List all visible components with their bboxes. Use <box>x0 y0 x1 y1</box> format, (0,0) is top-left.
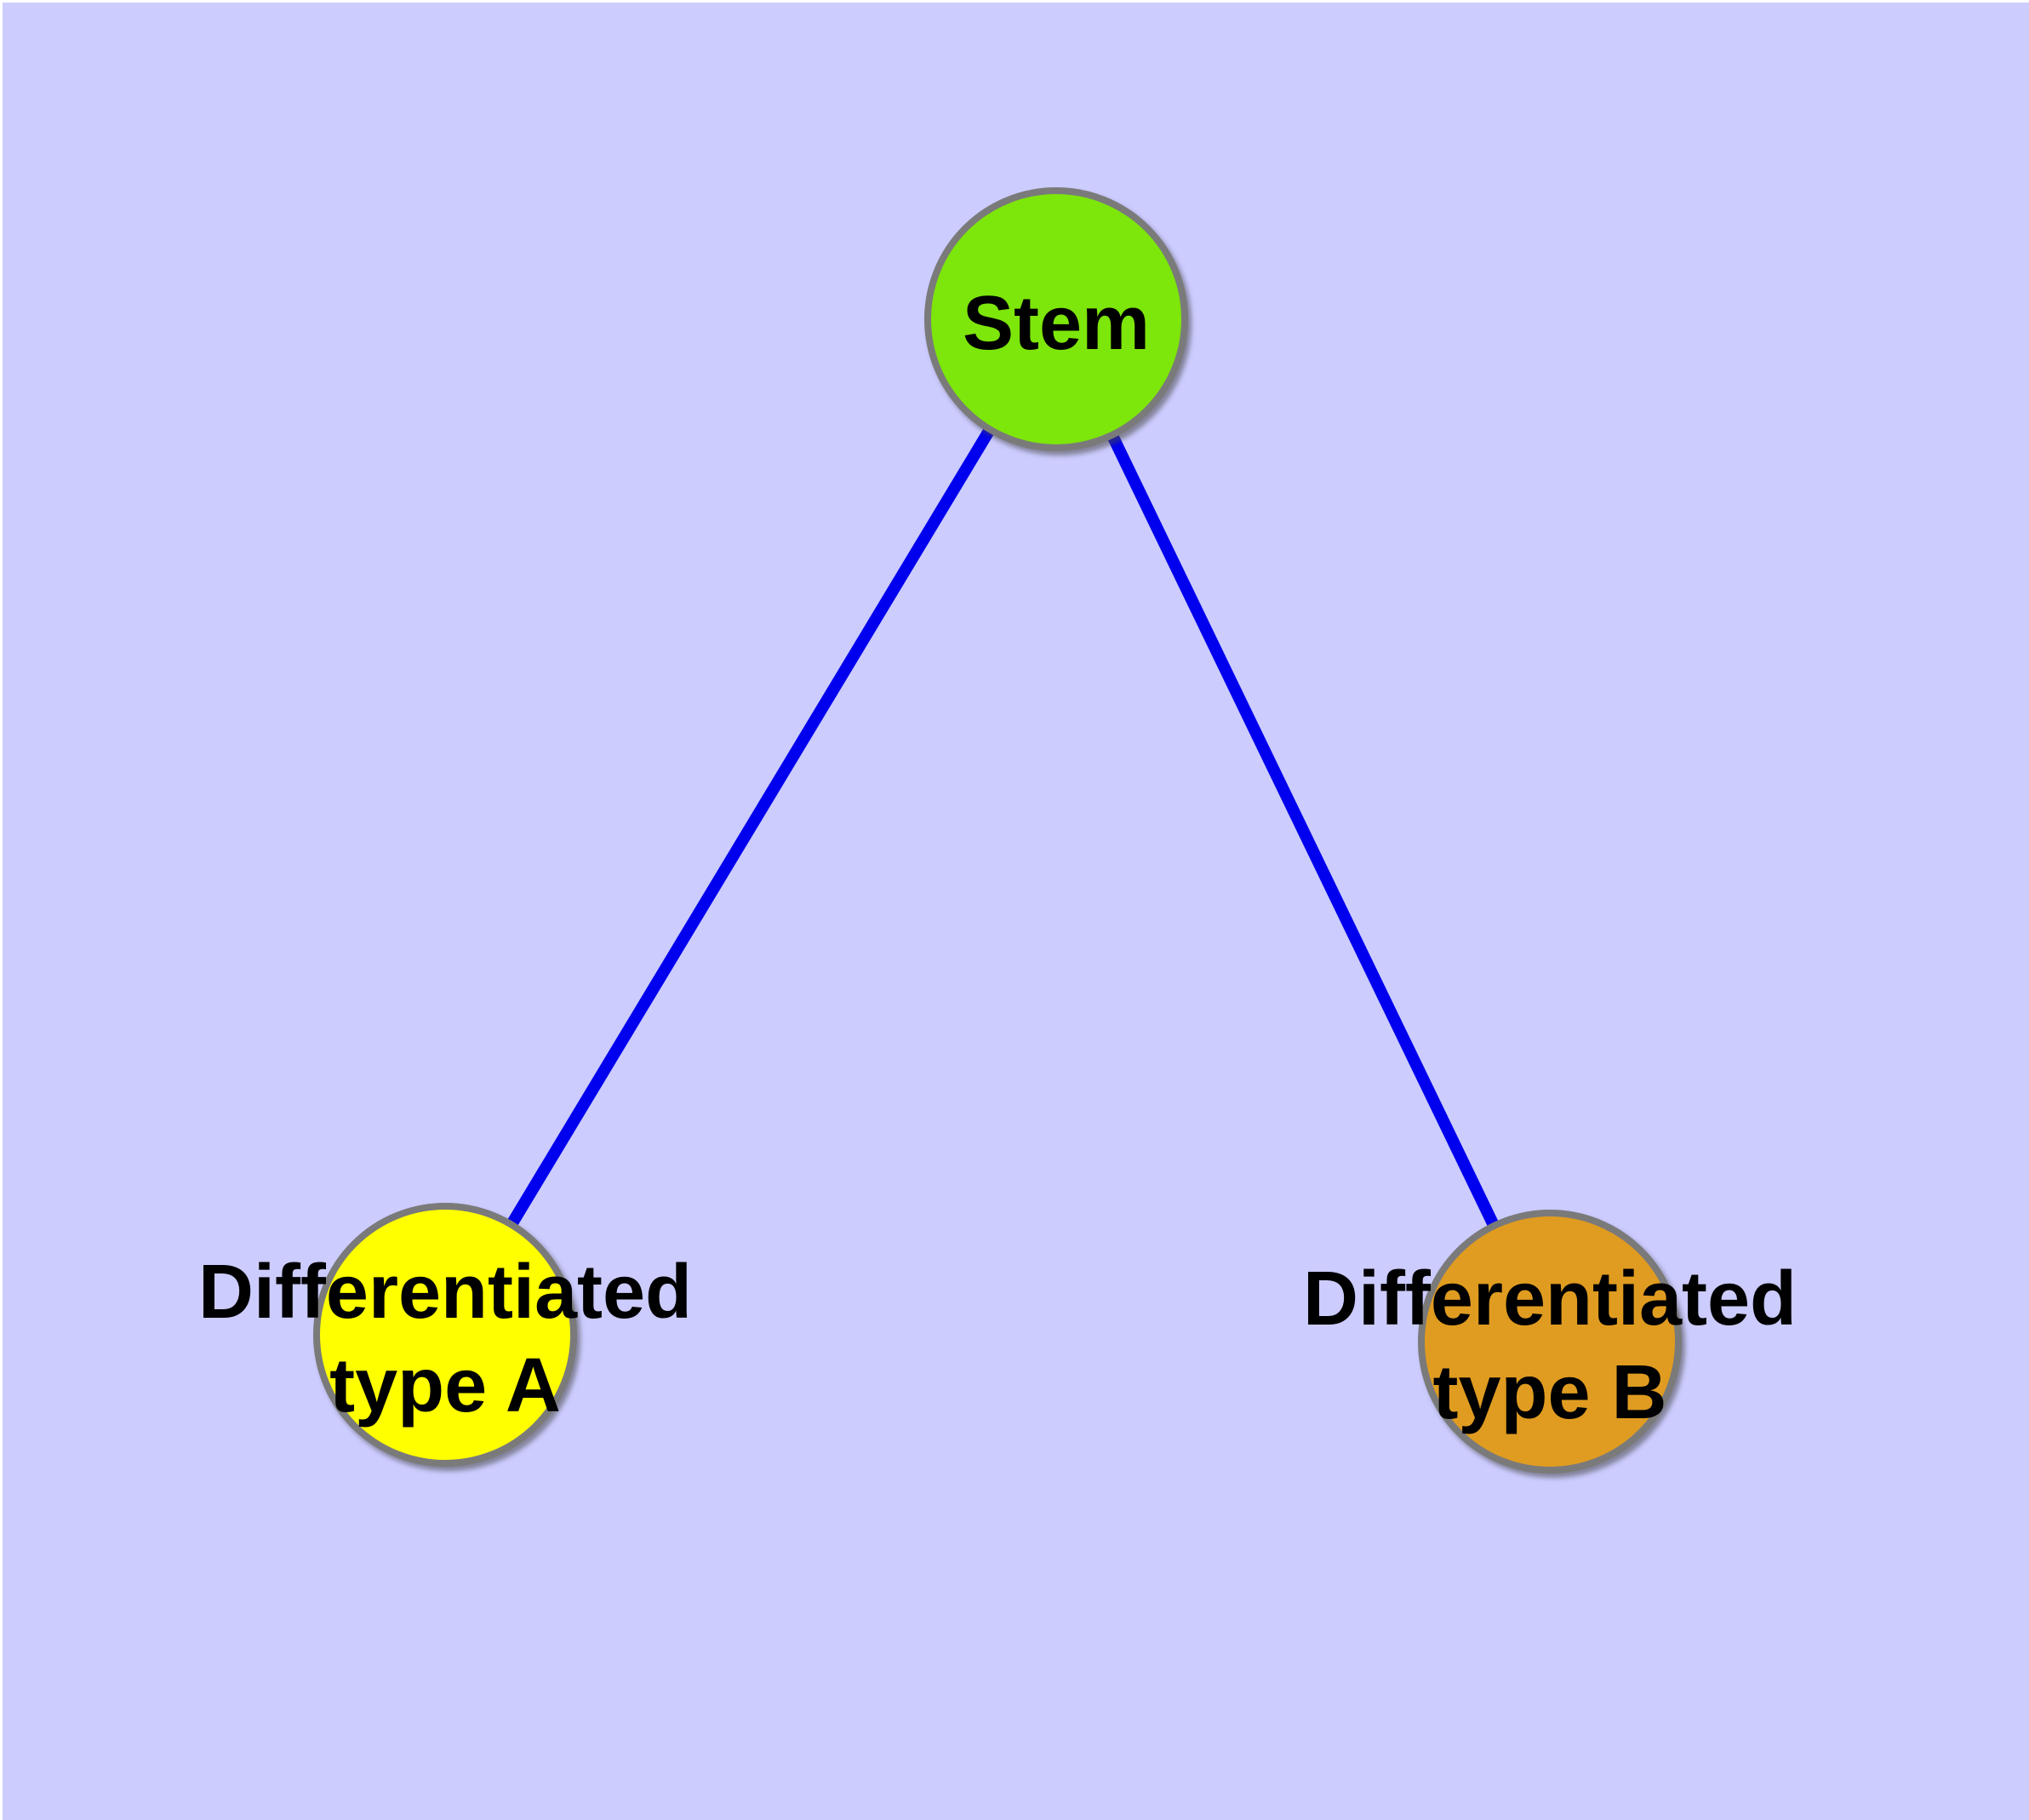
edge-stem-to-typeA <box>440 316 1061 1338</box>
edges-layer <box>440 316 1556 1345</box>
node-differentiated-type-b-label-line-2: type B <box>1432 1350 1666 1435</box>
node-differentiated-type-a <box>313 1203 577 1467</box>
node-stem-label-line-1: Stem <box>963 281 1150 366</box>
node-differentiated-type-b <box>1418 1210 1682 1474</box>
nodes-layer <box>313 187 1682 1474</box>
edge-stem-to-typeB <box>1050 316 1556 1345</box>
node-stem-label: Stem <box>963 281 1150 366</box>
node-differentiated-type-a-label-line-1: Differentiated <box>198 1250 692 1335</box>
node-stem <box>924 187 1188 451</box>
node-differentiated-type-a-label-line-2: type A <box>329 1343 561 1428</box>
node-differentiated-type-b-label-line-1: Differentiated <box>1303 1256 1797 1342</box>
